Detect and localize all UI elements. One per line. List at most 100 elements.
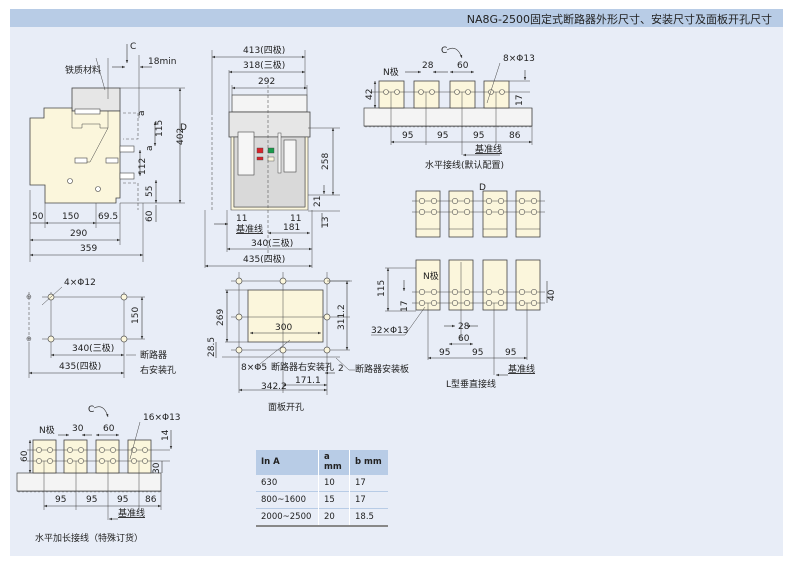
iron-material-part xyxy=(71,87,121,112)
cell-a-mm: 15 xyxy=(318,491,350,509)
dim-30-extended: 30 xyxy=(72,424,84,434)
extended-rail xyxy=(16,472,162,492)
front-view: 413(四极) 318(三极) 292 258 21 13 11 11 基准线 … xyxy=(204,44,340,268)
indicator-red-bottom xyxy=(256,156,264,161)
holes-16x13: 16×Φ13 xyxy=(143,413,181,423)
dim-413-four-pole: 413(四极) xyxy=(243,44,285,56)
indicator-green xyxy=(267,147,275,154)
side-view: 铁质材料 C 18min 402 D a 115 a 112 55 60 50 … xyxy=(29,42,187,262)
dim-86-extended: 86 xyxy=(145,495,157,505)
breaker-side-body xyxy=(29,107,121,204)
holes-8x5: 8×Φ5 xyxy=(241,363,267,373)
dim-60-extended: 60 xyxy=(103,424,115,434)
dim-95-extended-3: 95 xyxy=(117,495,128,505)
label-mounting-plate: 断路器安装板 xyxy=(355,363,409,375)
cutout-area xyxy=(247,289,324,343)
label-d-vertical: D xyxy=(479,183,486,193)
dim-30-right: 30 xyxy=(152,462,162,474)
dim-435-four-pole: 435(四极) xyxy=(243,253,285,265)
dim-11-right: 11 xyxy=(290,214,301,224)
caption-vertical-wiring: L型垂直接线 xyxy=(446,378,496,390)
extended-busbars xyxy=(32,439,152,474)
label-n-pole-extended: N极 xyxy=(39,424,55,436)
indicator-red-top xyxy=(256,147,264,154)
cell-b-mm: 18.5 xyxy=(349,508,388,527)
dim-340-three-pole: 340(三极) xyxy=(251,237,293,249)
terminal-upper xyxy=(119,145,135,153)
header-a-mm: a mm xyxy=(318,450,350,475)
table-row: 2000~2500 20 18.5 xyxy=(256,508,388,527)
panel-cutout: 269 311.2 300 28.5 8×Φ5 断路器右安装孔 2 断路器安装板… xyxy=(207,272,409,413)
holes-4x12: 4×Φ12 xyxy=(64,278,96,288)
extended-wiring: N极 30 C 60 16×Φ13 14 60 30 95 95 95 86 基… xyxy=(16,405,181,544)
holes-8x13: 8×Φ13 xyxy=(503,54,535,64)
spec-table: In A a mm b mm 630 10 17 800~1600 15 17 … xyxy=(256,450,388,527)
table-header-row: In A a mm b mm xyxy=(256,450,388,475)
header-b-mm: b mm xyxy=(349,450,388,475)
dim-342-2: 342.2 xyxy=(261,382,287,392)
cell-in-a: 2000~2500 xyxy=(256,508,319,527)
dim-95-vertical-1: 95 xyxy=(439,348,450,358)
table-row: 800~1600 15 17 xyxy=(256,491,388,509)
dim-95-2: 95 xyxy=(437,131,448,141)
dim-292: 292 xyxy=(258,77,275,87)
dim-86: 86 xyxy=(509,131,521,141)
horizontal-wiring: N极 28 C 60 8×Φ13 42 17 95 95 95 86 基准线 水… xyxy=(363,46,535,171)
label-baseline-extended: 基准线 xyxy=(118,507,145,519)
dim-28-vertical: 28 xyxy=(458,322,470,332)
dim-40: 40 xyxy=(547,289,557,301)
table-row: 630 10 17 xyxy=(256,474,388,492)
dim-95-3: 95 xyxy=(473,131,484,141)
label-c-side: C xyxy=(130,42,136,52)
dim-a-mid: a xyxy=(145,145,155,151)
label-baseline-horizontal: 基准线 xyxy=(475,143,502,155)
header-bar xyxy=(10,9,783,27)
dim-95-1: 95 xyxy=(402,131,413,141)
dim-300: 300 xyxy=(275,323,292,333)
dim-150-mount: 150 xyxy=(131,307,141,324)
holes-32x13: 32×Φ13 xyxy=(371,326,409,336)
dim-402: 402 xyxy=(176,128,186,145)
dim-28-5: 28.5 xyxy=(207,337,217,357)
dim-60-left: 60 xyxy=(20,450,30,462)
dim-269: 269 xyxy=(216,309,226,326)
dim-318-three-pole: 318(三极) xyxy=(243,59,285,71)
dim-a-top: a xyxy=(137,110,147,116)
caption-horizontal-wiring: 水平接线(默认配置) xyxy=(425,159,504,171)
dim-95-extended-1: 95 xyxy=(55,495,66,505)
label-baseline-front: 基准线 xyxy=(236,223,263,235)
dim-18min: 18min xyxy=(148,57,176,67)
label-c-horizontal: C xyxy=(441,46,447,56)
dim-17: 17 xyxy=(515,95,525,106)
dim-28: 28 xyxy=(422,61,434,71)
busbar-group xyxy=(378,80,510,109)
label-n-pole-vertical: N极 xyxy=(423,270,439,282)
label-iron-material: 铁质材料 xyxy=(65,64,101,76)
cell-in-a: 630 xyxy=(256,474,319,492)
caption-panel-cutout: 面板开孔 xyxy=(268,401,304,413)
dim-290: 290 xyxy=(70,229,87,239)
dim-95-vertical-3: 95 xyxy=(505,348,516,358)
mount-holes: ⊕ ⊕ 4×Φ12 150 340(三极) 435(四极) 断路器 右安装孔 xyxy=(26,278,176,378)
dim-14: 14 xyxy=(161,429,171,441)
cell-b-mm: 17 xyxy=(349,491,388,509)
label-d-side: D xyxy=(180,123,187,133)
dim-95-extended-2: 95 xyxy=(86,495,97,505)
dim-181: 181 xyxy=(283,223,300,233)
dim-21: 21 xyxy=(313,196,323,207)
svg-text:⊕: ⊕ xyxy=(26,293,32,301)
dim-258: 258 xyxy=(321,153,331,170)
dim-13: 13 xyxy=(321,217,331,228)
dim-115: 115 xyxy=(155,120,165,137)
label-breaker-right-hole: 断路器右安装孔 xyxy=(271,361,334,373)
dim-60-side: 60 xyxy=(145,210,155,222)
header-in-a: In A xyxy=(256,450,319,475)
dim-17-vertical: 17 xyxy=(400,301,410,312)
dim-340-mount: 340(三极) xyxy=(72,342,114,354)
dim-55: 55 xyxy=(145,186,155,197)
label-baseline-vertical: 基准线 xyxy=(508,363,535,375)
dim-95-vertical-2: 95 xyxy=(472,348,483,358)
dim-60: 60 xyxy=(457,61,469,71)
dim-69-5: 69.5 xyxy=(98,212,118,222)
dim-171-1: 171.1 xyxy=(295,376,321,386)
